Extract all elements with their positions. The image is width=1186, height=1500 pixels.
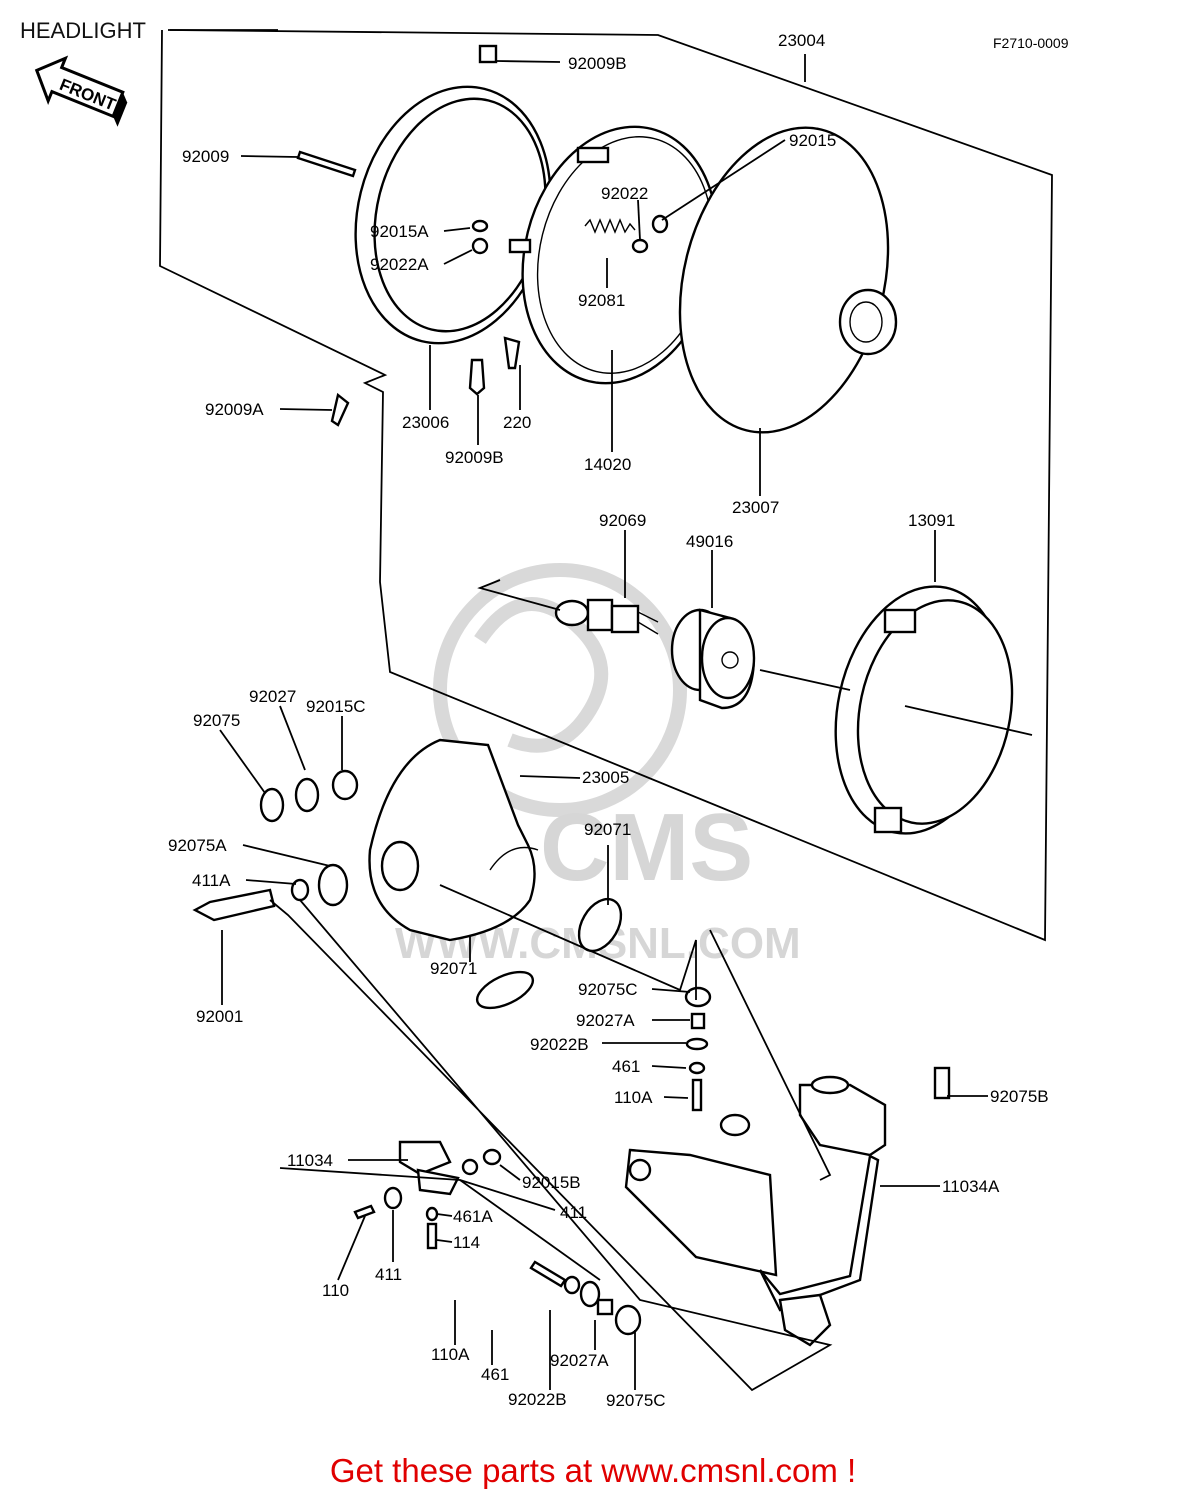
part-label: 92081 [578, 291, 625, 310]
left-bracket-11034 [353, 1140, 502, 1250]
rim-axis-line [759, 669, 851, 691]
part-label: 220 [503, 413, 531, 432]
part-labels: 92009B 23004 92009 92015 92022 92015A 92… [168, 31, 1049, 1410]
reference-code: F2710-0009 [993, 35, 1069, 51]
front-arrow-icon: FRONT [34, 55, 128, 127]
part-label: 411A [192, 871, 231, 890]
part-label: 14020 [584, 455, 631, 474]
part-label: 23007 [732, 498, 779, 517]
reflector-cover [678, 126, 898, 434]
part-label: 92071 [584, 820, 631, 839]
dust-cover [670, 608, 756, 710]
part-label: 92027 [249, 687, 296, 706]
part-label: 92015B [522, 1173, 581, 1192]
part-label: 92075B [990, 1087, 1049, 1106]
part-label: 92071 [430, 959, 477, 978]
side-mount-hardware [192, 769, 359, 922]
bulb [554, 598, 659, 635]
bottom-stack-hardware [529, 1260, 642, 1336]
part-label: 13091 [908, 511, 955, 530]
adjusting-spring [584, 218, 636, 234]
headlight-rim [354, 85, 552, 345]
part-label: 92027A [550, 1351, 609, 1370]
footer-link-text[interactable]: Get these parts at www.cmsnl.com ! [329, 1452, 857, 1489]
part-label: 92022B [508, 1390, 567, 1409]
part-label: 92009B [445, 448, 504, 467]
part-label: 92001 [196, 1007, 243, 1026]
center-stack-hardware [684, 986, 712, 1112]
part-label: 92027A [576, 1011, 635, 1030]
part-label: 49016 [686, 532, 733, 551]
part-label: 461 [481, 1365, 509, 1384]
part-label: 23004 [778, 31, 825, 50]
part-label: 11034 [287, 1151, 333, 1170]
part-label: 92022A [370, 255, 429, 274]
part-label: 411 [375, 1265, 402, 1284]
part-label: 461 [612, 1057, 640, 1076]
part-label: 92022B [530, 1035, 589, 1054]
part-label: 92009A [205, 400, 264, 419]
lower-guide-line-2 [709, 929, 832, 1181]
assembly-outline [159, 29, 1053, 942]
part-label: 110A [614, 1088, 653, 1107]
rim-axis-line-2 [904, 705, 1033, 736]
part-label: 11034A [942, 1177, 1000, 1196]
part-label: 92075 [193, 711, 240, 730]
part-label: 92009B [568, 54, 627, 73]
part-label: 92022 [601, 184, 648, 203]
part-label: 92075A [168, 836, 227, 855]
part-label: 92069 [599, 511, 646, 530]
leader-lines [219, 54, 988, 1390]
diagram-title: HEADLIGHT [20, 18, 146, 43]
part-label: 23006 [402, 413, 449, 432]
part-label: 92075C [578, 980, 638, 999]
bulb-axis-line [477, 579, 561, 611]
part-label: 461A [453, 1207, 493, 1226]
part-label: 110 [322, 1281, 349, 1300]
part-label: 23005 [582, 768, 629, 787]
watermark-logo: CMS [540, 794, 753, 901]
lower-guide-line-1 [439, 884, 697, 1000]
top-hardware [296, 44, 669, 427]
part-label: 92075C [606, 1391, 666, 1410]
headlight-bracket [624, 1066, 951, 1347]
headlight-body [368, 738, 539, 942]
part-label: 92015C [306, 697, 366, 716]
part-label: 114 [453, 1233, 480, 1252]
part-label: 411 [560, 1203, 587, 1222]
lower-assembly-outline [269, 899, 833, 1392]
part-label: 92009 [182, 147, 229, 166]
part-label: 92015A [370, 222, 429, 241]
part-label: 92015 [789, 131, 836, 150]
part-label: 110A [431, 1345, 470, 1364]
grommets-92071 [475, 897, 623, 1010]
